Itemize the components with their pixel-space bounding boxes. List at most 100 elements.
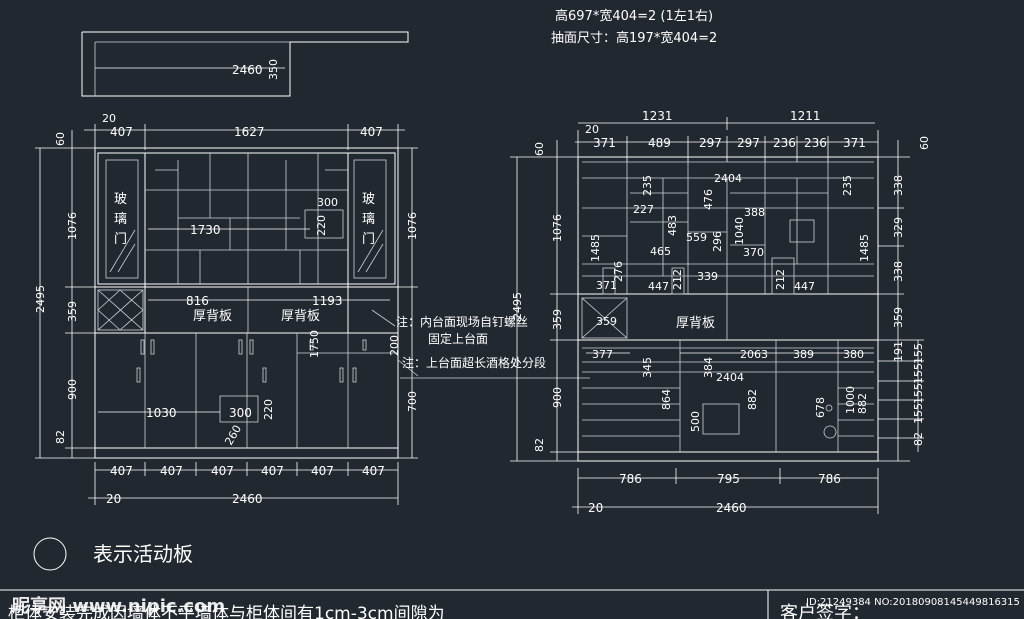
note-1: 注：内台面现场自钉螺丝	[396, 314, 528, 329]
right-rv-329: 329	[892, 217, 905, 238]
right-i-235a: 235	[641, 175, 654, 196]
right-t-371a: 371	[593, 136, 616, 150]
top-view-depth: 350	[267, 59, 280, 80]
right-b-786a: 786	[619, 472, 642, 486]
top-view: 2460 350	[81, 31, 409, 97]
right-i-1040: 1040	[733, 217, 746, 245]
right-lv-82: 82	[533, 438, 546, 452]
right-i-2063: 2063	[740, 348, 768, 361]
left-v-359: 359	[66, 301, 79, 322]
left-inner-1193: 1193	[312, 294, 343, 308]
right-t-20: 20	[585, 123, 599, 136]
right-rv-155c: 155	[912, 383, 925, 404]
left-inner-200: 200	[388, 335, 401, 356]
right-rv-155a: 155	[912, 343, 925, 364]
right-i-371: 371	[596, 279, 617, 292]
right-rv-338a: 338	[892, 175, 905, 196]
right-rv-359: 359	[892, 307, 905, 328]
right-i-678: 678	[814, 397, 827, 418]
right-i-227: 227	[633, 203, 654, 216]
right-i-235b: 235	[841, 175, 854, 196]
right-i-296: 296	[711, 231, 724, 252]
right-lv-2495: 2495	[511, 292, 524, 320]
right-rv-155b: 155	[912, 363, 925, 384]
right-t-297a: 297	[699, 136, 722, 150]
right-i-377: 377	[592, 348, 613, 361]
right-lv-1076: 1076	[551, 214, 564, 242]
right-rv-155d: 155	[912, 403, 925, 424]
right-i-559: 559	[686, 231, 707, 244]
right-i-1485b: 1485	[858, 234, 871, 262]
note-2: 固定上台面	[428, 331, 488, 346]
top-view-width: 2460	[232, 63, 263, 77]
left-inner-300: 300	[317, 196, 338, 209]
left-total-2460: 2460	[232, 492, 263, 506]
left-total-20: 20	[106, 492, 121, 506]
left-plank-2: 厚背板	[281, 309, 320, 324]
left-inner-220: 220	[315, 215, 328, 236]
left-dim-1627: 1627	[234, 125, 265, 139]
right-i-476: 476	[702, 189, 715, 210]
right-i-2404: 2404	[714, 172, 742, 185]
left-glass-2: 璃	[114, 212, 127, 227]
right-lv-60: 60	[533, 142, 546, 156]
left-glass-1: 玻	[114, 192, 127, 207]
right-rv-338b: 338	[892, 261, 905, 282]
left-b-3: 407	[211, 464, 234, 478]
right-t-236a: 236	[773, 136, 796, 150]
right-t-236b: 236	[804, 136, 827, 150]
right-elevation: 1231 1211 20 371 489 297 297 236 236 371	[510, 109, 931, 515]
right-rv-60: 60	[918, 136, 931, 150]
left-v-60: 60	[54, 132, 67, 146]
right-i-882b: 882	[856, 393, 869, 414]
left-b-4: 407	[261, 464, 284, 478]
left-inner-1030: 1030	[146, 406, 177, 420]
image-id: ID:21249384 NO:20180908145449816315	[806, 597, 1020, 608]
right-i-276: 276	[612, 261, 625, 282]
right-i-500: 500	[689, 411, 702, 432]
left-b-5: 407	[311, 464, 334, 478]
left-dim-407a: 407	[110, 125, 133, 139]
left-b-2: 407	[160, 464, 183, 478]
right-i-389: 389	[793, 348, 814, 361]
left-dim-20: 20	[102, 112, 116, 125]
right-i-339: 339	[697, 270, 718, 283]
left-b-6: 407	[362, 464, 385, 478]
note-3: 注：上台面超长酒格处分段	[402, 355, 546, 370]
notes: 注：内台面现场自钉螺丝 固定上台面 注：上台面超长酒格处分段	[371, 309, 590, 379]
left-inner-220b: 220	[262, 399, 275, 420]
right-i-345: 345	[641, 357, 654, 378]
header-line-2: 抽面尺寸：高197*宽404=2	[551, 30, 717, 46]
right-split-1211: 1211	[790, 109, 821, 123]
left-elevation: 20 407 1627 407 玻 璃 门 玻 璃 门	[34, 112, 419, 506]
left-rv-1076: 1076	[406, 212, 419, 240]
right-b-795: 795	[717, 472, 740, 486]
left-inner-816: 816	[186, 294, 209, 308]
right-i-388: 388	[744, 206, 765, 219]
footer-signature: 客户签字：	[780, 603, 870, 619]
right-b-786b: 786	[818, 472, 841, 486]
right-i-2404b: 2404	[716, 371, 744, 384]
right-rv-82: 82	[912, 432, 925, 446]
right-i-882a: 882	[746, 389, 759, 410]
right-i-447a: 447	[648, 280, 669, 293]
right-t-297b: 297	[737, 136, 760, 150]
right-i-359: 359	[596, 315, 617, 328]
right-i-212a: 212	[671, 269, 684, 290]
right-i-380: 380	[843, 348, 864, 361]
left-inner-1730: 1730	[190, 223, 221, 237]
right-glass-2: 璃	[362, 212, 375, 227]
movable-board-symbol	[33, 537, 67, 571]
left-plank-1: 厚背板	[193, 309, 232, 324]
left-inner-1750: 1750	[308, 330, 321, 358]
left-b-1: 407	[110, 464, 133, 478]
right-t-489: 489	[648, 136, 671, 150]
right-total-2460: 2460	[716, 501, 747, 515]
right-t-371b: 371	[843, 136, 866, 150]
left-rv-700: 700	[406, 391, 419, 412]
header-line-1: 高697*宽404=2 (1左1右)	[555, 8, 713, 24]
left-inner-300b: 300	[229, 406, 252, 420]
left-glass-3: 门	[114, 232, 127, 247]
right-i-447b: 447	[794, 280, 815, 293]
left-v-900: 900	[66, 379, 79, 400]
